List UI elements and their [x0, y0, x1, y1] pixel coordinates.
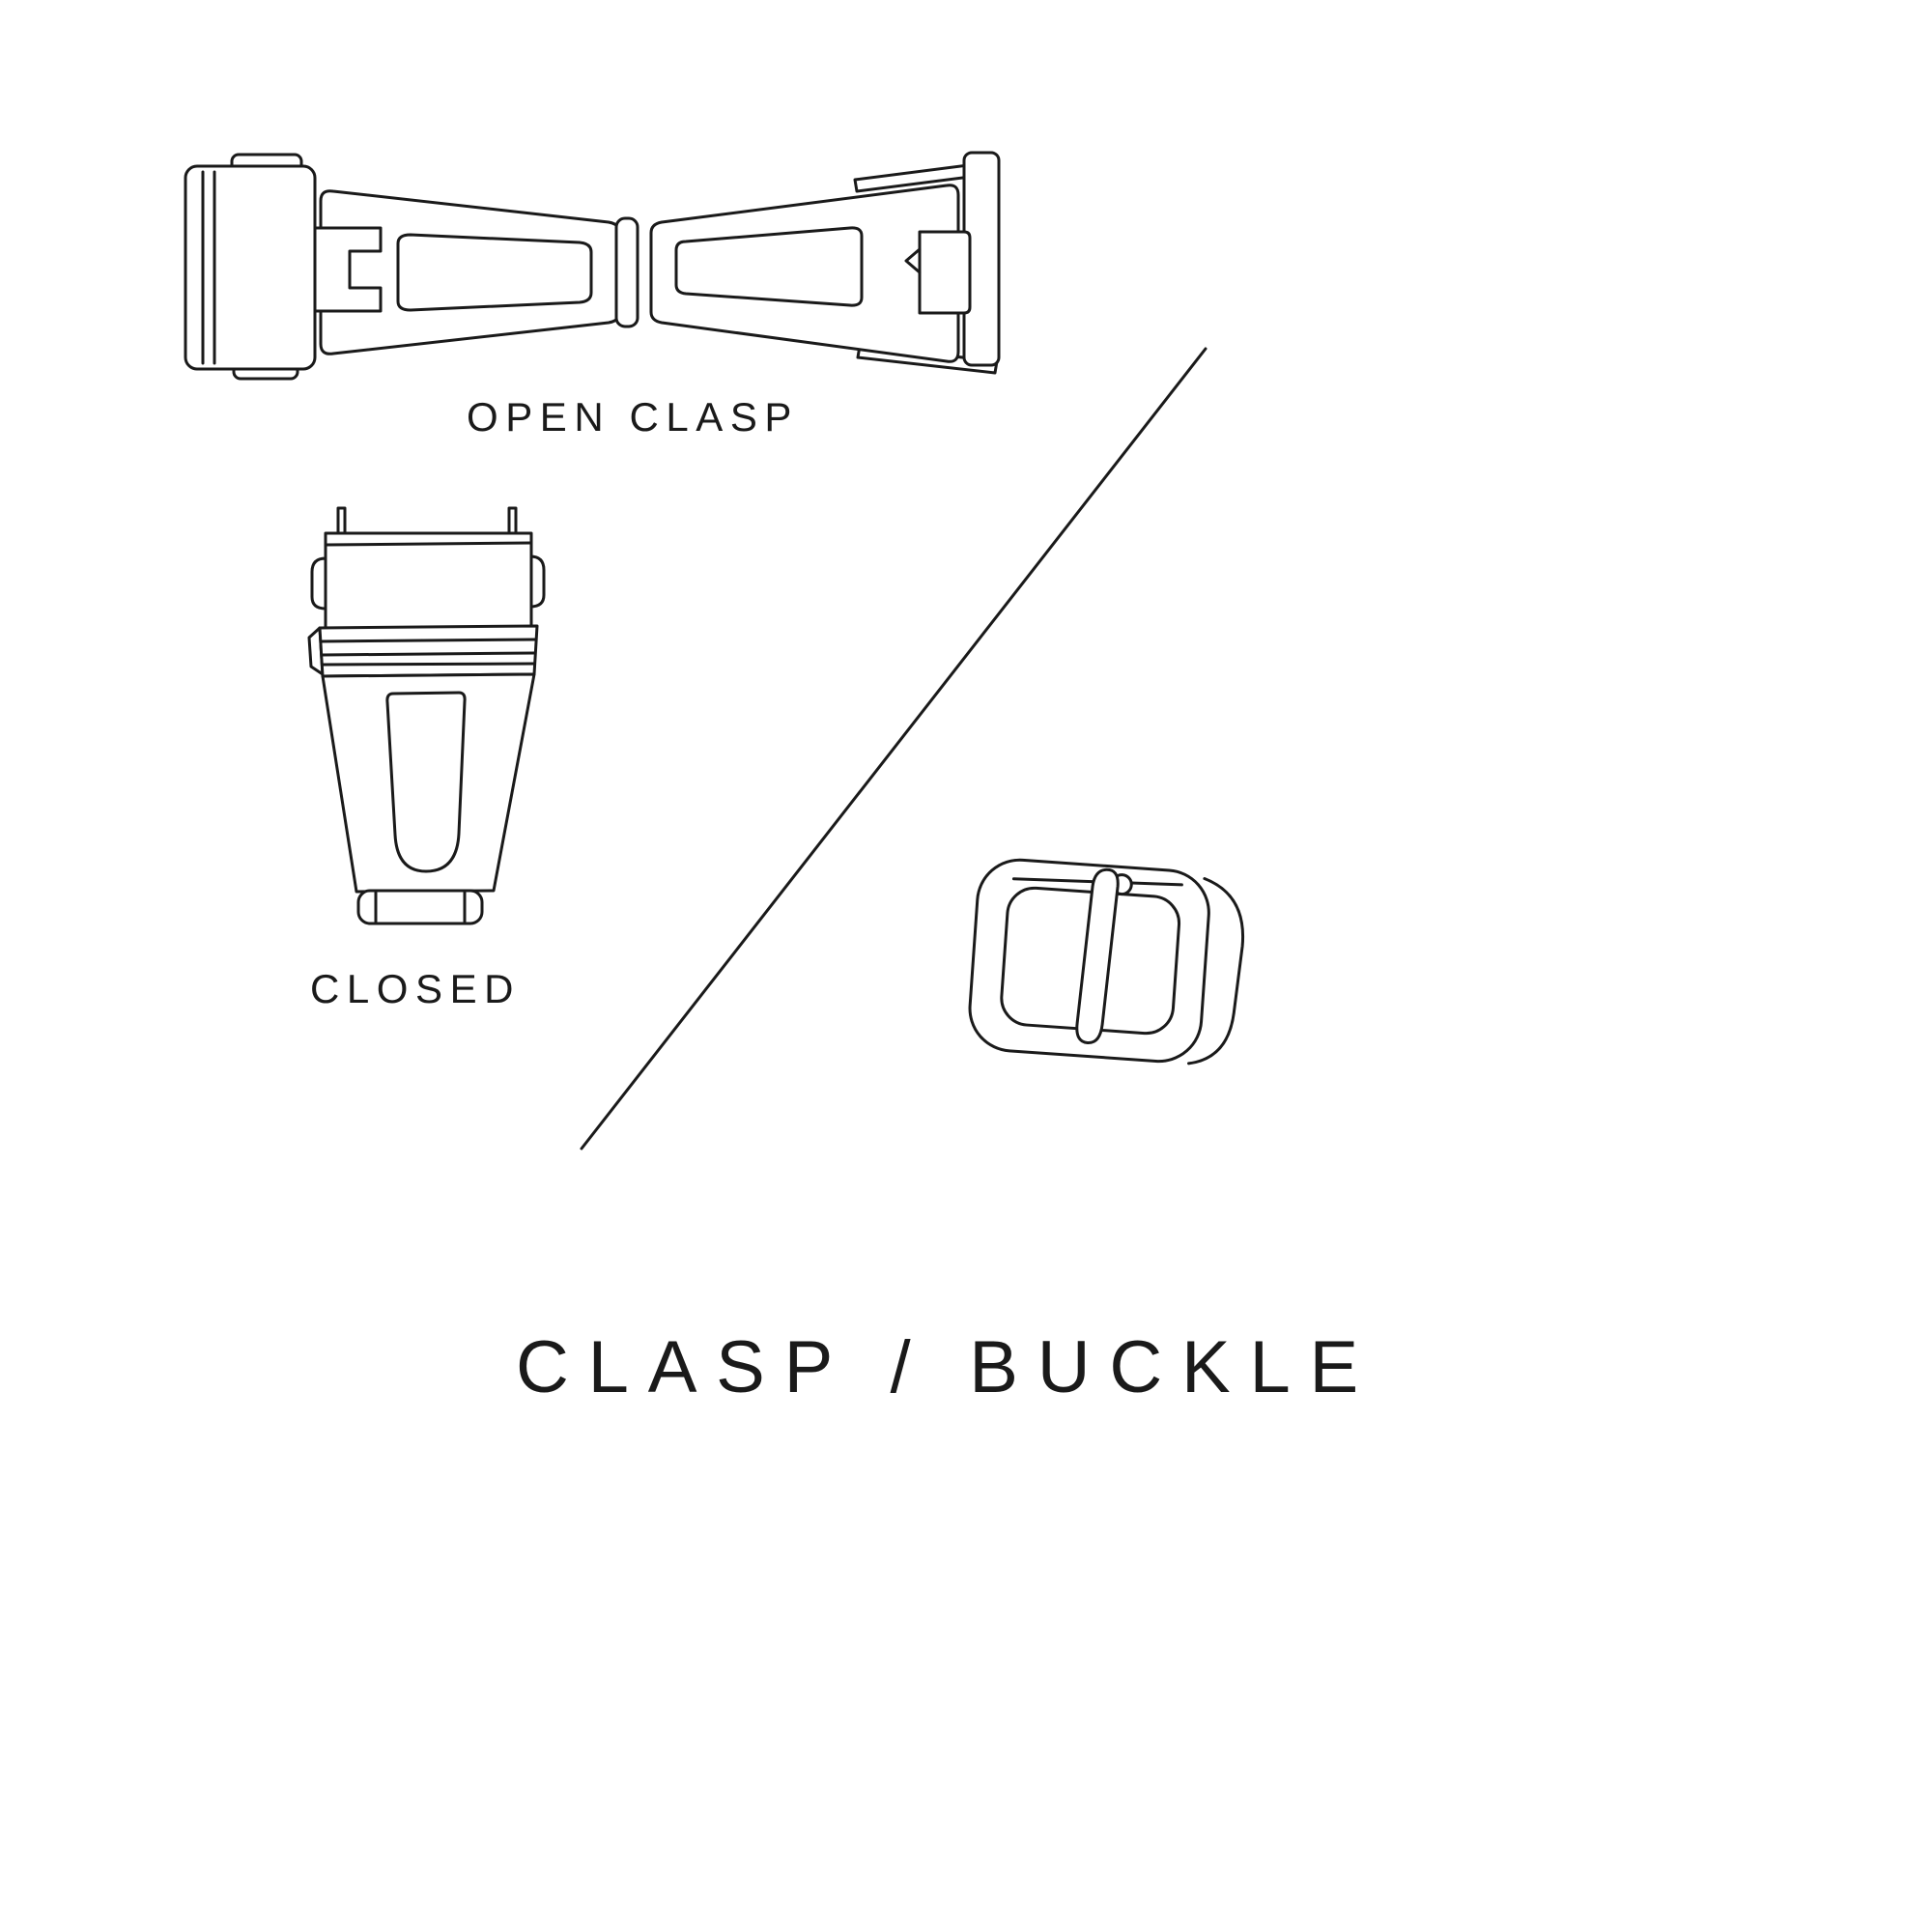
buckle-illustration: [968, 858, 1245, 1065]
closed-label: CLOSED: [309, 966, 522, 1011]
closed-clasp-illustration: [307, 506, 546, 925]
open-clasp-label: OPEN CLASP: [466, 394, 800, 440]
open-clasp-illustration: [184, 151, 1001, 381]
divider-line: [580, 347, 1208, 1151]
page-title: CLASP / BUCKLE: [516, 1326, 1378, 1408]
